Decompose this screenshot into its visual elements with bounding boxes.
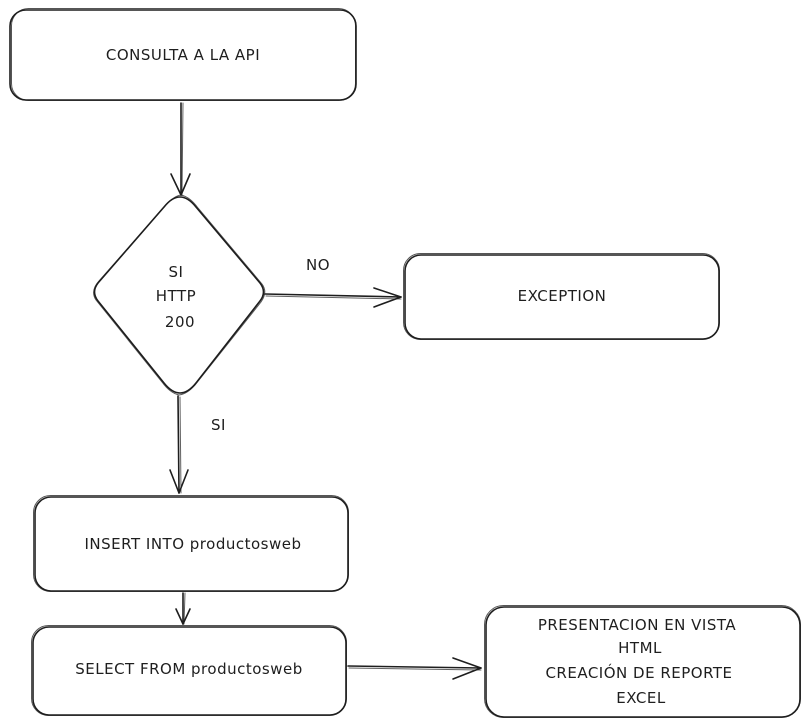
node-select-productosweb[interactable]: SELECT FROM productosweb <box>31 625 347 716</box>
arrowhead-down-icon <box>175 608 191 625</box>
node-select-label: SELECT FROM productosweb <box>75 660 303 678</box>
node-presentacion-line-4: EXCEL <box>616 689 666 707</box>
node-presentacion-reporte[interactable]: PRESENTACION EN VISTA HTML CREACIÓN DE R… <box>484 605 801 718</box>
node-presentacion-line-1: PRESENTACION EN VISTA <box>538 616 737 634</box>
node-decision-line-2: HTTP <box>156 287 196 305</box>
edge-select-to-presentacion <box>347 657 482 680</box>
arrowhead-down-icon <box>170 173 191 196</box>
node-insert-label: INSERT INTO productosweb <box>85 535 302 553</box>
node-consulta-api-label: CONSULTA A LA API <box>106 46 260 64</box>
edge-consulta-to-decision <box>170 102 191 196</box>
node-consulta-api[interactable]: CONSULTA A LA API <box>9 8 357 101</box>
edge-decision-to-exception <box>264 287 402 308</box>
arrowhead-right-icon <box>373 287 402 308</box>
node-decision-http-200[interactable]: SI HTTP 200 <box>93 194 266 396</box>
edge-decision-to-insert <box>169 395 189 494</box>
edge-insert-to-select <box>175 592 191 625</box>
node-presentacion-line-2: HTML <box>618 639 662 657</box>
node-presentacion-line-3: CREACIÓN DE REPORTE <box>545 663 732 682</box>
node-decision-line-3: 200 <box>165 313 195 331</box>
arrowhead-down-icon <box>169 469 189 494</box>
edge-label-si: SI <box>211 416 226 434</box>
arrowhead-right-icon <box>452 657 482 680</box>
node-insert-productosweb[interactable]: INSERT INTO productosweb <box>33 495 349 592</box>
edge-label-no: NO <box>306 256 330 274</box>
node-decision-line-1: SI <box>169 263 184 281</box>
node-exception-label: EXCEPTION <box>518 287 607 305</box>
node-exception[interactable]: EXCEPTION <box>403 253 720 340</box>
